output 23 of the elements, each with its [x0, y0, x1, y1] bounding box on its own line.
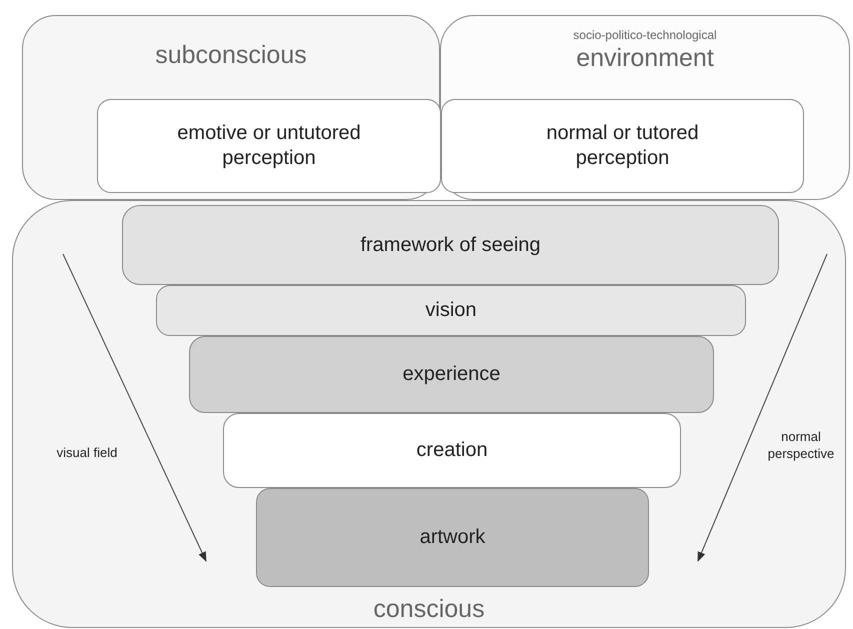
box-label: environment — [576, 43, 714, 74]
box-label: artwork — [420, 525, 486, 550]
label-box — [441, 99, 804, 193]
box-label: emotive or untutored perception — [176, 121, 362, 171]
label-box — [97, 99, 441, 193]
box-label: experience — [402, 362, 500, 387]
box-label: conscious — [373, 594, 485, 625]
axis-caption: visual field — [56, 445, 118, 462]
label-box — [122, 205, 779, 285]
label-box — [22, 15, 440, 200]
label-box — [12, 200, 846, 628]
box-label: vision — [425, 298, 477, 323]
label-box — [189, 336, 714, 413]
box-label: creation — [416, 438, 488, 463]
label-box — [440, 15, 850, 200]
label-box — [256, 488, 649, 587]
box-label: subconscious — [155, 40, 307, 71]
subheading-text: socio-politico-technological — [573, 28, 717, 43]
box-label: normal or tutored perception — [545, 121, 700, 171]
label-box — [156, 285, 746, 336]
label-box — [223, 413, 681, 488]
axis-caption: normal perspective — [766, 429, 836, 463]
box-label: framework of seeing — [360, 232, 541, 258]
